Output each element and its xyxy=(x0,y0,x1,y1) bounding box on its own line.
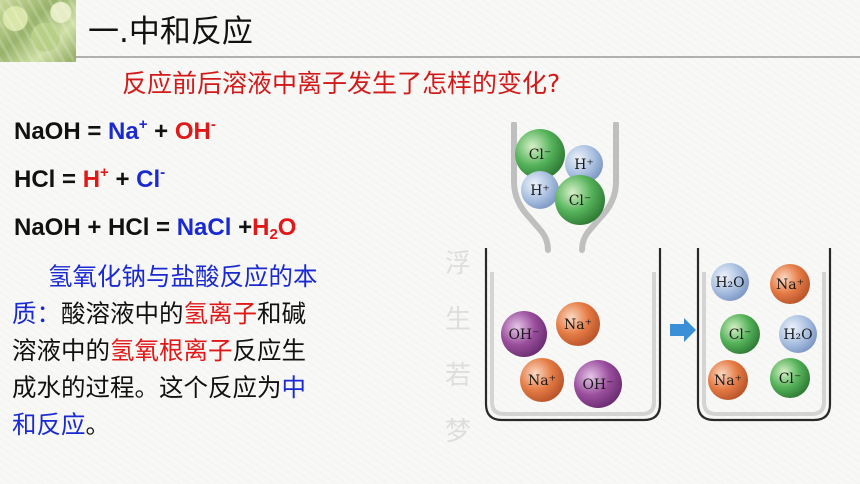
ion-cl xyxy=(720,314,760,354)
ion-cl xyxy=(515,129,565,179)
ion-label: Cl⁻ xyxy=(529,147,552,163)
ion-oh xyxy=(574,360,622,408)
beaker-right xyxy=(696,248,832,422)
paragraph-line-5: 和反应。 xyxy=(12,410,110,439)
ion-label: Na⁺ xyxy=(714,373,742,389)
ion-label: OH⁻ xyxy=(582,377,613,393)
equation-naoh-ionization: NaOH = Na+ + OH- xyxy=(14,116,216,146)
ion-na xyxy=(520,358,564,402)
ion-h xyxy=(521,171,559,209)
ion-cl xyxy=(770,358,810,398)
beaker-left xyxy=(484,248,662,422)
funnel-right-wall xyxy=(579,122,619,253)
equation-neutralization: NaOH + HCl = NaCl +H2O xyxy=(14,214,296,242)
ion-label: Na⁺ xyxy=(564,317,592,333)
ion-label: H⁺ xyxy=(530,183,550,199)
plus-sign: + xyxy=(231,214,253,241)
ion-oh xyxy=(501,311,547,357)
water-product: H2O xyxy=(252,214,297,243)
ion-label: Cl⁻ xyxy=(779,371,802,387)
ion-h xyxy=(565,145,603,183)
chloride-ion: Cl- xyxy=(136,164,166,193)
title-divider xyxy=(76,56,860,58)
ion-label: H₂O xyxy=(715,275,744,291)
ion-na xyxy=(708,360,748,400)
ion-label: Na⁺ xyxy=(776,277,804,293)
equation-lhs: NaOH + HCl = xyxy=(14,214,177,241)
ion-h2o xyxy=(711,263,749,301)
paragraph-line-1: 氢氧化钠与盐酸反应的本 xyxy=(48,262,318,291)
ion-na xyxy=(770,264,810,304)
page-title: 一.中和反应 xyxy=(88,14,253,50)
ion-label: Cl⁻ xyxy=(729,327,752,343)
equation-lhs: NaOH = xyxy=(14,118,109,145)
equation-lhs: HCl = xyxy=(14,166,83,193)
ion-cl xyxy=(555,175,605,225)
ion-label: H⁺ xyxy=(574,157,594,173)
sodium-ion: Na+ xyxy=(108,116,148,145)
neutralization-diagram: Cl⁻ H⁺ H⁺ Cl⁻ OH⁻ Na⁺ Na⁺ OH⁻ H₂O Na⁺ Cl⁻ H₂O Na⁺ Cl⁻ xyxy=(484,122,832,422)
ion-label: Cl⁻ xyxy=(569,193,592,209)
ion-label: H₂O xyxy=(783,327,812,343)
title-decoration xyxy=(0,0,76,62)
plus-sign: + xyxy=(108,166,137,193)
salt-product: NaCl xyxy=(176,214,232,241)
equation-hcl-ionization: HCl = H+ + Cl- xyxy=(14,164,166,194)
plus-sign: + xyxy=(147,118,175,145)
hydrogen-ion: H+ xyxy=(82,164,109,193)
ion-h2o xyxy=(779,315,817,353)
reaction-arrow-icon xyxy=(670,318,696,342)
funnel-left-wall xyxy=(511,122,551,253)
question-text: 反应前后溶液中离子发生了怎样的变化? xyxy=(122,69,561,98)
ion-na xyxy=(556,302,600,346)
watermark-text: 浮 生 若 梦 xyxy=(444,249,471,447)
explanation-paragraph: 氢氧化钠与盐酸反应的本 质：酸溶液中的氢离子和碱 溶液中的氢氧根离子反应生 成水… xyxy=(12,258,420,443)
paragraph-line-4: 成水的过程。这个反应为中 xyxy=(12,373,306,402)
paragraph-line-2: 质：酸溶液中的氢离子和碱 xyxy=(12,299,306,328)
ion-label: OH⁻ xyxy=(508,327,539,343)
hydroxide-ion: OH- xyxy=(174,116,216,145)
ion-label: Na⁺ xyxy=(528,373,556,389)
paragraph-line-3: 溶液中的氢氧根离子反应生 xyxy=(12,336,306,365)
